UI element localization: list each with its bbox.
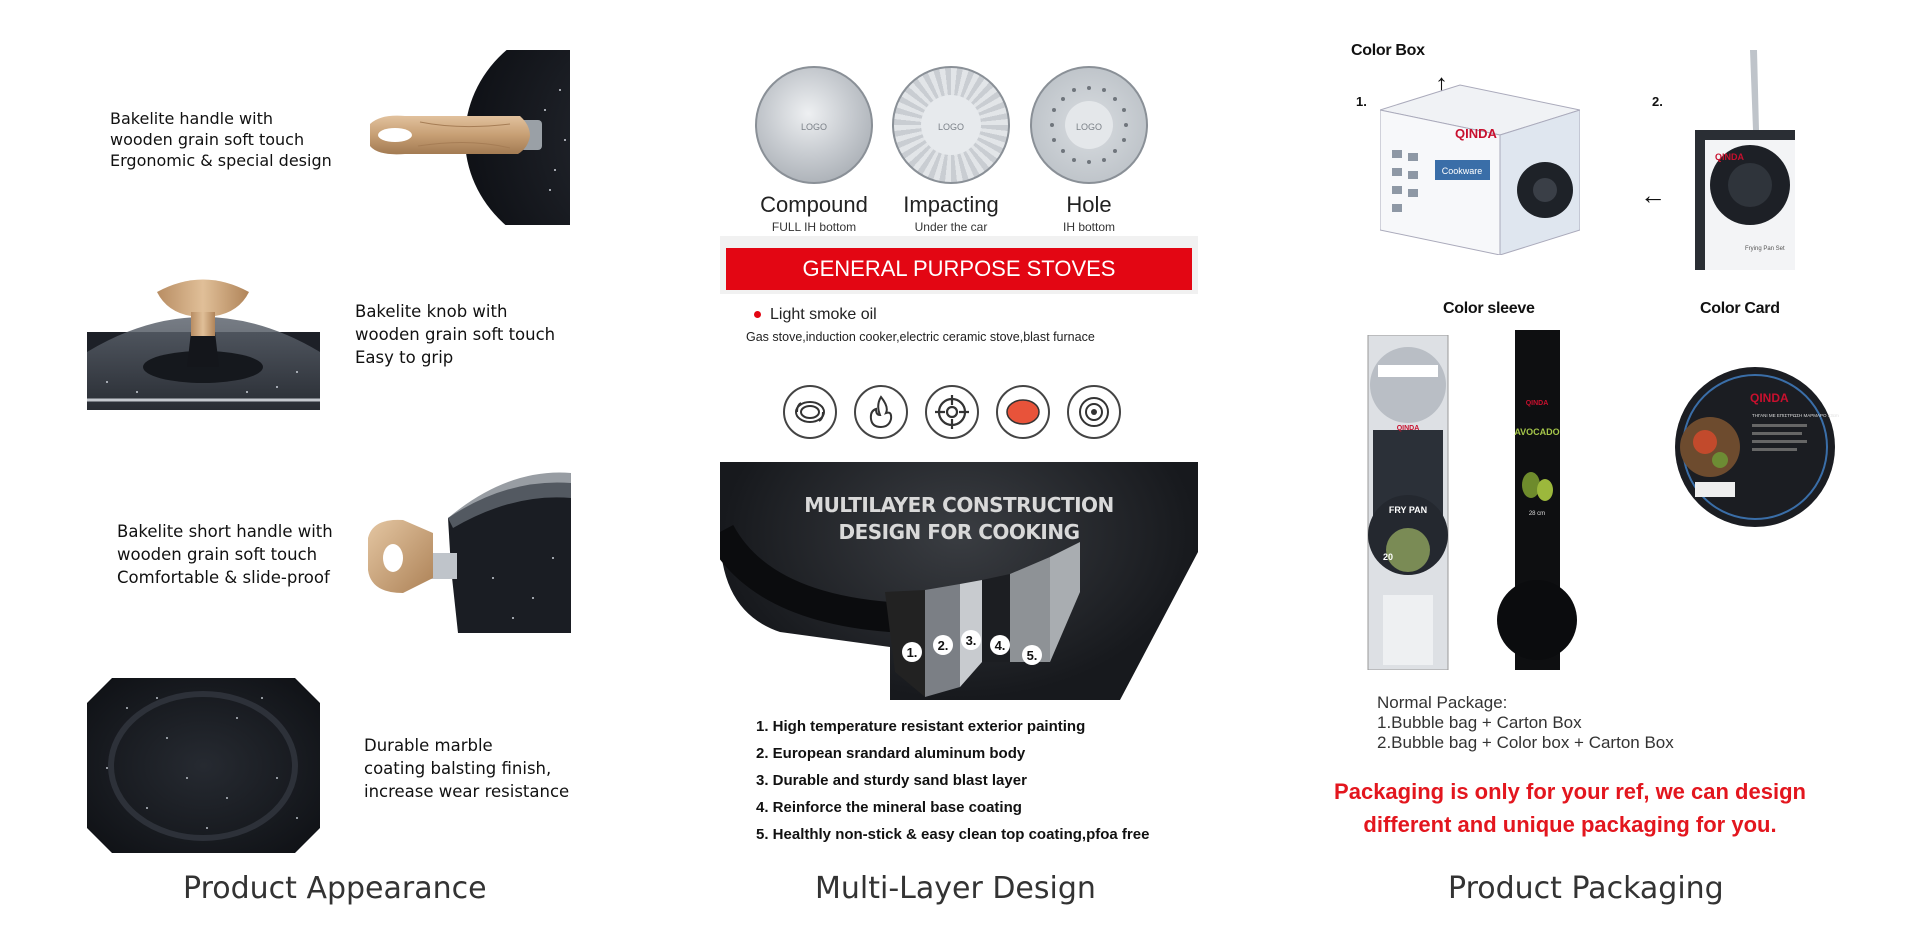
layer-number: 5.: [1027, 648, 1038, 663]
feature-handle-text: Bakelite handle with wooden grain soft t…: [110, 108, 332, 171]
layer-number: 4.: [995, 638, 1006, 653]
feature-line: Bakelite handle with: [110, 109, 273, 128]
layer-item: 2. European srandard aluminum body: [756, 745, 1026, 762]
feature-coating-text: Durable marble coating balsting finish, …: [364, 734, 569, 803]
packaging-note: Packaging is only for your ref, we can d…: [1320, 775, 1820, 841]
packaging-note-line: different and unique packaging for you.: [1363, 812, 1777, 837]
construction-title-line: MULTILAYER CONSTRUCTION: [804, 493, 1114, 517]
induction-coil-icon: [783, 385, 837, 439]
option-number-1: 1.: [1356, 94, 1367, 109]
logo-mark: LOGO: [801, 122, 827, 132]
layer-number: 3.: [966, 633, 977, 648]
hole-bottom-image: LOGO: [1030, 66, 1148, 184]
color-sleeve-black-image: QINDA AVOCADO 28 cm: [1495, 330, 1580, 670]
left-arrow-icon: ←: [1640, 180, 1666, 210]
construction-title: MULTILAYER CONSTRUCTION DESIGN FOR COOKI…: [720, 492, 1198, 546]
hole-label: Hole IH bottom: [1014, 192, 1164, 234]
normal-package-info: Normal Package: 1.Bubble bag + Carton Bo…: [1377, 693, 1674, 753]
color-sleeve-grey-image: FRY PAN 20 QINDA: [1363, 335, 1453, 670]
marble-coating-image: [87, 678, 320, 853]
layer-list: 1. High temperature resistant exterior p…: [756, 713, 1149, 848]
construction-title-line: DESIGN FOR COOKING: [838, 520, 1080, 544]
layer-number: 2.: [938, 638, 949, 653]
burner-grate-icon: [925, 385, 979, 439]
sleeve-avocado: AVOCADO: [1514, 427, 1559, 437]
normal-package-option: 2.Bubble bag + Color box + Carton Box: [1377, 733, 1674, 752]
ceramic-hob-icon: [996, 385, 1050, 439]
box-side-text: Cookware: [1442, 166, 1483, 176]
card-text: ΤΗΓΑΝΙ ΜΕ ΕΠΙΣΤΡΩΣΗ ΜΑΡΜΑΡΟ 13cm: [1752, 413, 1839, 418]
red-bullet: [754, 311, 761, 319]
normal-package-option: 1.Bubble bag + Carton Box: [1377, 713, 1582, 732]
bottom-sub: FULL IH bottom: [771, 220, 857, 234]
multilayer-construction-image: MULTILAYER CONSTRUCTION DESIGN FOR COOKI…: [720, 462, 1198, 700]
packaging-section: Color Box ↑ 1. 2. Cookware QINDA ←: [1260, 0, 1920, 947]
brand-logo-pan: QINDA: [1715, 152, 1745, 162]
section-title-packaging: Product Packaging: [1448, 871, 1724, 906]
layer-number: 1.: [907, 645, 918, 660]
packaging-note-line: Packaging is only for your ref, we can d…: [1334, 779, 1806, 804]
layer-item: 5. Healthly non-stick & easy clean top c…: [756, 826, 1150, 843]
color-sleeve-label: Color sleeve: [1443, 300, 1535, 317]
brand-logo-sleeve2: QINDA: [1526, 400, 1549, 407]
color-card-label: Color Card: [1700, 300, 1780, 317]
frying-pan-box-image: QINDA Frying Pan Set: [1695, 50, 1810, 270]
multilayer-section: LOGO LOGO LOGO Compound FULL IH bottom I…: [620, 0, 1260, 947]
sleeve-size: 20: [1383, 552, 1393, 562]
bottom-name: Impacting: [903, 192, 999, 217]
pan-set-text: Frying Pan Set: [1745, 246, 1785, 252]
feature-line: Comfortable & slide-proof: [117, 568, 330, 587]
oil-label-row: Light smoke oil: [754, 306, 877, 324]
normal-package-heading: Normal Package:: [1377, 693, 1508, 712]
color-box-image: Cookware QINDA: [1380, 80, 1580, 255]
feature-knob-text: Bakelite knob with wooden grain soft tou…: [355, 300, 555, 369]
bottom-name: Hole: [1066, 192, 1112, 217]
feature-line: wooden grain soft touch: [355, 325, 556, 344]
feature-line: coating balsting finish,: [364, 759, 552, 778]
compound-bottom-image: LOGO: [755, 66, 873, 184]
compound-label: Compound FULL IH bottom: [739, 192, 889, 234]
color-card-image: QINDA ΤΗΓΑΝΙ ΜΕ ΕΠΙΣΤΡΩΣΗ ΜΑΡΜΑΡΟ 13cm: [1670, 362, 1840, 532]
pan-handle-image: [360, 50, 570, 225]
section-title-appearance: Product Appearance: [183, 871, 487, 906]
gas-flame-icon: [854, 385, 908, 439]
bottom-name: Compound: [760, 192, 868, 217]
brand-logo-card: QINDA: [1750, 391, 1789, 405]
brand-logo-box: QINDA: [1455, 126, 1498, 141]
feature-line: Ergonomic & special design: [110, 151, 332, 170]
logo-mark: LOGO: [938, 122, 964, 132]
bottom-sub: Under the car: [914, 220, 988, 234]
short-handle-image: [363, 458, 571, 633]
impacting-label: Impacting Under the car: [876, 192, 1026, 234]
layer-item: 3. Durable and sturdy sand blast layer: [756, 772, 1027, 789]
bottom-sub: IH bottom: [1062, 220, 1116, 234]
feature-line: Bakelite knob with: [355, 302, 508, 321]
feature-short-handle-text: Bakelite short handle with wooden grain …: [117, 520, 333, 589]
impacting-bottom-image: LOGO: [892, 66, 1010, 184]
oil-label: Light smoke oil: [770, 306, 877, 323]
layer-item: 4. Reinforce the mineral base coating: [756, 799, 1022, 816]
layer-item: 1. High temperature resistant exterior p…: [756, 718, 1086, 735]
feature-line: wooden grain soft touch: [110, 130, 305, 149]
sleeve-size-28: 28 cm: [1529, 511, 1545, 517]
brand-logo-sleeve: QINDA: [1397, 425, 1420, 432]
lid-knob-image: [87, 272, 320, 410]
feature-line: Durable marble: [364, 736, 493, 755]
feature-line: increase wear resistance: [364, 782, 570, 801]
sleeve-fry-pan: FRY PAN: [1389, 505, 1427, 515]
color-box-label: Color Box: [1351, 42, 1425, 59]
feature-line: Bakelite short handle with: [117, 522, 333, 541]
product-appearance-section: Bakelite handle with wooden grain soft t…: [0, 0, 620, 947]
option-number-2: 2.: [1652, 94, 1663, 109]
section-title-multilayer: Multi-Layer Design: [815, 871, 1096, 906]
radiant-plate-icon: [1067, 385, 1121, 439]
feature-line: wooden grain soft touch: [117, 545, 318, 564]
logo-mark: LOGO: [1076, 122, 1102, 132]
general-purpose-stoves-banner: GENERAL PURPOSE STOVES: [726, 248, 1192, 290]
stoves-line: Gas stove,induction cooker,electric cera…: [746, 330, 1095, 344]
feature-line: Easy to grip: [355, 348, 454, 367]
